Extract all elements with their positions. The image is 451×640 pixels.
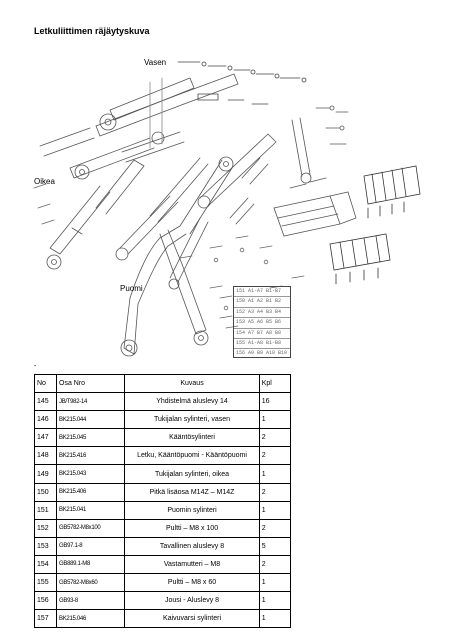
cell-description: Pultti – M8 x 60 <box>124 573 260 593</box>
cell-quantity: 2 <box>258 518 292 538</box>
right-top-parts <box>291 105 349 184</box>
cell-part-number: BK215.046 <box>55 609 126 629</box>
cell-part-number: BK215.044 <box>55 410 126 430</box>
cell-no: 154 <box>34 554 57 575</box>
small-fittings <box>33 183 305 329</box>
cell-description: Yhdistelmä aluslevy 14 <box>124 392 260 412</box>
table-header-row: No Osa Nro Kuvaus Kpl <box>34 373 292 394</box>
hose-legend-box: 151 A1-A7 B1-B7 150 A1 A2 B1 B2 152 A3 A… <box>233 286 291 358</box>
cell-no: 148 <box>34 446 57 466</box>
cell-no: 150 <box>34 482 57 502</box>
cell-quantity: 2 <box>258 554 292 575</box>
cell-description: Letku, Kääntöpuomi - Kääntöpuomi <box>124 446 260 466</box>
cell-part-number: GB889.1-M8 <box>55 554 126 575</box>
page-title: Letkuliittimen räjäytyskuva <box>34 26 150 36</box>
header-quantity: Kpl <box>258 373 292 394</box>
cell-quantity: 1 <box>258 464 292 484</box>
cell-description: Pitkä lisäosa M14Z – M14Z <box>124 482 260 502</box>
control-valve-block <box>273 177 357 237</box>
cell-no: 155 <box>34 573 57 593</box>
exploded-view-drawing <box>33 61 421 357</box>
boom-cylinder <box>159 229 209 346</box>
cell-part-number: BK215.043 <box>55 464 126 484</box>
cell-description: Tavallinen aluslevy 8 <box>124 536 260 556</box>
valve-stack-upper <box>363 165 421 219</box>
valve-stack-lower <box>329 233 391 285</box>
legend-row: 152 A3 A4 B3 B4 <box>234 308 290 319</box>
cell-description: Tukijalan sylinteri, oikea <box>124 464 260 484</box>
legend-row: 154 A7 B7 A8 B8 <box>234 329 290 339</box>
cell-part-number: BK215.041 <box>55 500 126 520</box>
boom-assembly <box>120 156 234 357</box>
label-left: Vasen <box>144 58 167 67</box>
legend-row: 153 A5 A6 B5 B6 <box>234 318 290 329</box>
cell-no: 152 <box>34 518 57 538</box>
cell-part-number: BK215.406 <box>55 482 126 502</box>
cell-quantity: 2 <box>258 446 292 466</box>
separator-mark: - <box>34 363 37 370</box>
cell-description: Kääntösylinteri <box>124 428 260 448</box>
cell-quantity: 2 <box>258 482 292 502</box>
cell-no: 146 <box>34 410 57 430</box>
cell-description: Pultti – M8 x 100 <box>124 518 260 538</box>
cell-part-number: BK215.416 <box>55 446 126 466</box>
top-fittings <box>177 61 307 105</box>
cell-no: 153 <box>34 536 57 556</box>
cell-part-number: GB97.1-8 <box>55 536 126 556</box>
header-no: No <box>34 373 57 394</box>
cell-quantity: 1 <box>258 591 292 611</box>
cell-description: Puomin sylinteri <box>124 500 260 520</box>
cell-part-number: JB/T982-14 <box>55 392 126 412</box>
cell-quantity: 16 <box>258 392 292 412</box>
cell-no: 147 <box>34 428 57 448</box>
cell-description: Vastamutteri – M8 <box>124 554 260 575</box>
cell-quantity: 1 <box>258 573 292 593</box>
label-boom: Puomi <box>120 284 143 293</box>
cell-quantity: 1 <box>258 609 292 629</box>
cell-part-number: GB5782-M8x100 <box>55 518 126 538</box>
cell-no: 157 <box>34 609 57 629</box>
legend-row: 150 A1 A2 B1 B2 <box>234 297 290 308</box>
right-cylinder-group <box>46 157 209 270</box>
header-part-number: Osa Nro <box>55 373 126 394</box>
cell-quantity: 1 <box>258 500 292 520</box>
cell-no: 151 <box>34 500 57 520</box>
cell-description: Kaivuvarsi sylinteri <box>124 609 260 629</box>
cell-description: Jousi - Aluslevy 8 <box>124 591 260 611</box>
left-cylinder-group <box>39 73 239 180</box>
cell-quantity: 1 <box>258 410 292 430</box>
swing-cylinder <box>197 133 277 225</box>
cell-no: 149 <box>34 464 57 484</box>
cell-part-number: BK215.045 <box>55 428 126 448</box>
cell-part-number: GB5782-M8x60 <box>55 573 126 593</box>
header-description: Kuvaus <box>124 373 260 394</box>
cell-no: 156 <box>34 591 57 611</box>
cell-no: 145 <box>34 392 57 412</box>
cell-part-number: GB93-8 <box>55 591 126 611</box>
legend-row: 155 A1-A8 B1-B8 <box>234 339 290 350</box>
legend-row: 156 A9 B9 A10 B10 <box>236 350 288 357</box>
cell-quantity: 2 <box>258 428 292 448</box>
label-right: Oikea <box>34 177 55 186</box>
legend-row: 151 A1-A7 B1-B7 <box>234 287 290 298</box>
cell-quantity: 5 <box>258 536 292 556</box>
cell-description: Tukijalan sylinteri, vasen <box>124 410 260 430</box>
